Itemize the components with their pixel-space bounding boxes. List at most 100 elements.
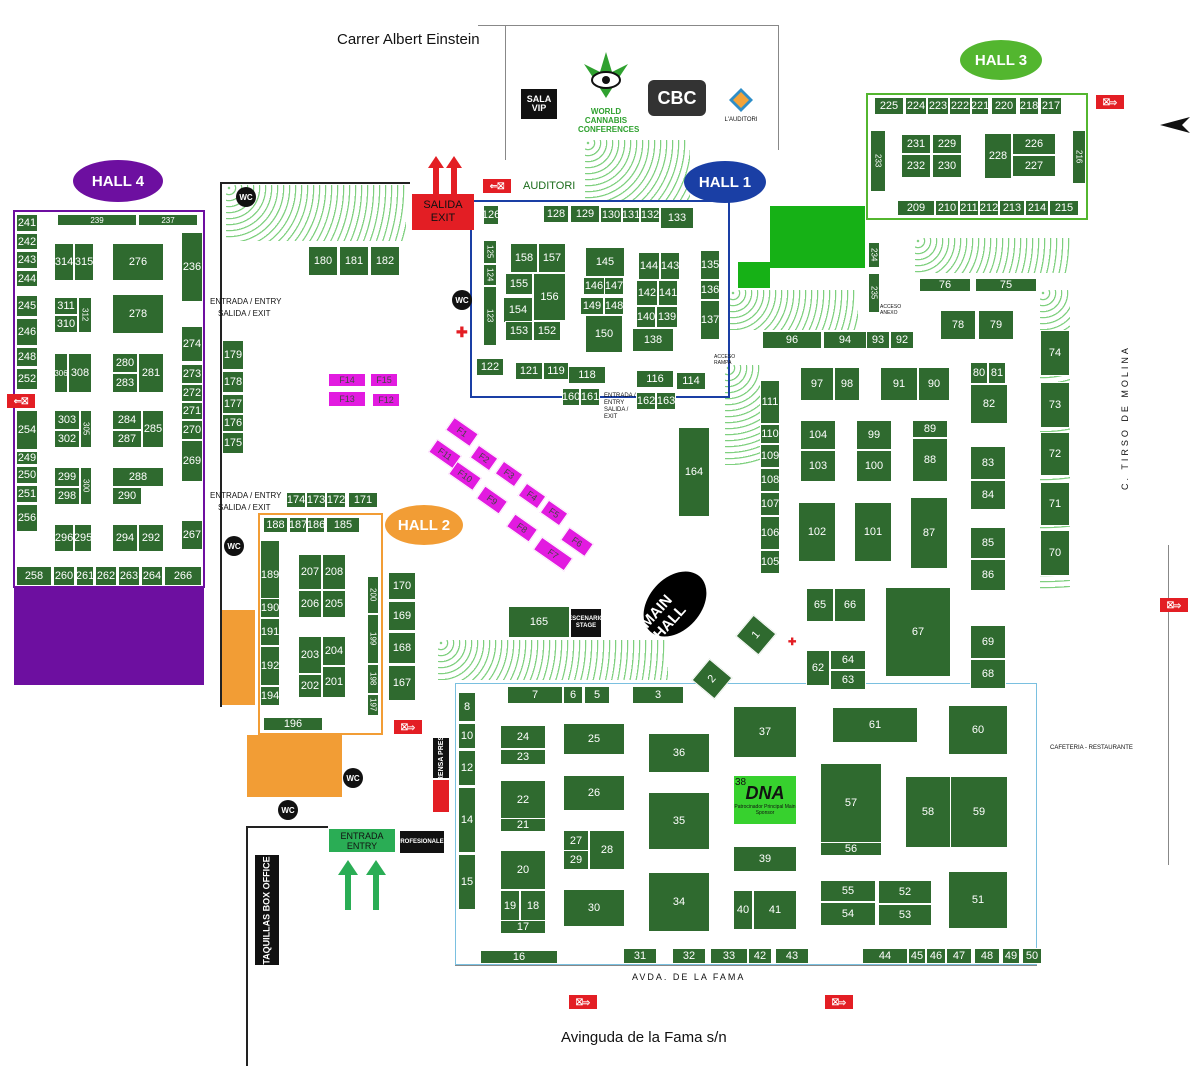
stand-80[interactable]: 80	[970, 362, 988, 384]
stand-223[interactable]: 223	[927, 97, 949, 115]
stand-f2[interactable]: F2	[469, 444, 499, 472]
stand-24[interactable]: 24	[500, 725, 546, 749]
stand-8[interactable]: 8	[458, 692, 476, 722]
stand-177[interactable]: 177	[222, 394, 244, 414]
stand-59[interactable]: 59	[950, 776, 1008, 848]
stand-185[interactable]: 185	[326, 517, 360, 533]
stand-45[interactable]: 45	[908, 948, 926, 964]
stand-260[interactable]: 260	[53, 566, 75, 586]
stand-283[interactable]: 283	[112, 373, 138, 393]
stand-19[interactable]: 19	[500, 890, 520, 922]
stand-300[interactable]: 300	[80, 467, 92, 505]
stand-139[interactable]: 139	[656, 306, 678, 328]
stand-143[interactable]: 143	[660, 252, 680, 280]
stand-174[interactable]: 174	[286, 492, 306, 508]
stand-35[interactable]: 35	[648, 792, 710, 850]
stand-76[interactable]: 76	[919, 278, 971, 292]
stand-65[interactable]: 65	[806, 588, 834, 622]
stand-43[interactable]: 43	[775, 948, 809, 964]
stand-66[interactable]: 66	[834, 588, 866, 622]
stand-64[interactable]: 64	[830, 650, 866, 670]
stand-189[interactable]: 189	[260, 540, 280, 610]
stand-246[interactable]: 246	[16, 318, 38, 346]
stand-53[interactable]: 53	[878, 904, 932, 926]
stand-111[interactable]: 111	[760, 380, 780, 424]
stand-116[interactable]: 116	[636, 370, 674, 388]
stand-244[interactable]: 244	[16, 270, 38, 287]
stand-102[interactable]: 102	[798, 502, 836, 562]
stand-175[interactable]: 175	[222, 432, 244, 454]
stand-169[interactable]: 169	[388, 601, 416, 631]
stand-274[interactable]: 274	[181, 326, 203, 362]
stand-285[interactable]: 285	[142, 410, 164, 448]
stand-90[interactable]: 90	[918, 367, 950, 401]
stand-85[interactable]: 85	[970, 527, 1006, 559]
stand-71[interactable]: 71	[1040, 482, 1070, 526]
stand-15[interactable]: 15	[458, 854, 476, 910]
stand-f8[interactable]: F8	[505, 513, 539, 543]
stand-198[interactable]: 198	[367, 664, 379, 694]
stand-22[interactable]: 22	[500, 780, 546, 820]
stand-114[interactable]: 114	[676, 372, 706, 390]
stand-228[interactable]: 228	[984, 133, 1012, 179]
stand-276[interactable]: 276	[112, 243, 164, 281]
stand-46[interactable]: 46	[926, 948, 946, 964]
stand-106[interactable]: 106	[760, 516, 780, 550]
stand-144[interactable]: 144	[638, 252, 660, 280]
stand-256[interactable]: 256	[16, 504, 38, 532]
stand-234[interactable]: 234	[868, 242, 880, 268]
stand-262[interactable]: 262	[95, 566, 117, 586]
stand-163[interactable]: 163	[656, 392, 676, 410]
stand-314[interactable]: 314	[54, 243, 74, 281]
stand-215[interactable]: 215	[1049, 200, 1079, 216]
stand-221[interactable]: 221	[971, 97, 989, 115]
stand-119[interactable]: 119	[543, 362, 569, 380]
stand-181[interactable]: 181	[339, 246, 369, 276]
stand-273[interactable]: 273	[181, 364, 203, 384]
stand-69[interactable]: 69	[970, 625, 1006, 659]
stand-162[interactable]: 162	[636, 392, 656, 410]
stand-60[interactable]: 60	[948, 705, 1008, 755]
stand-252[interactable]: 252	[16, 368, 38, 390]
stand-30[interactable]: 30	[563, 889, 625, 927]
stand-249[interactable]: 249	[16, 451, 38, 465]
stand-222[interactable]: 222	[949, 97, 971, 115]
stand-217[interactable]: 217	[1040, 97, 1062, 115]
stand-196[interactable]: 196	[263, 717, 323, 731]
stand-292[interactable]: 292	[138, 524, 164, 552]
stand-250[interactable]: 250	[16, 466, 38, 484]
stand-230[interactable]: 230	[932, 154, 962, 178]
stand-186[interactable]: 186	[307, 517, 325, 533]
stand-f15[interactable]: F15	[370, 373, 398, 387]
stand-125[interactable]: 125	[483, 240, 497, 264]
stand-296[interactable]: 296	[54, 524, 74, 552]
stand-160[interactable]: 160	[562, 388, 580, 406]
stand-288[interactable]: 288	[112, 467, 164, 487]
stand-232[interactable]: 232	[901, 154, 931, 178]
stand-220[interactable]: 220	[991, 97, 1017, 115]
stand-5[interactable]: 5	[584, 686, 610, 704]
stand-310[interactable]: 310	[54, 315, 78, 333]
stand-89[interactable]: 89	[912, 420, 948, 438]
stand-158[interactable]: 158	[510, 243, 538, 273]
stand-98[interactable]: 98	[834, 367, 860, 401]
stand-110[interactable]: 110	[760, 424, 780, 444]
stand-132[interactable]: 132	[640, 207, 660, 223]
stand-242[interactable]: 242	[16, 233, 38, 250]
stand-149[interactable]: 149	[580, 297, 604, 315]
stand-44[interactable]: 44	[862, 948, 908, 964]
stand-145[interactable]: 145	[585, 247, 625, 277]
stand-123[interactable]: 123	[483, 286, 497, 346]
stand-6[interactable]: 6	[563, 686, 583, 704]
stand-236[interactable]: 236	[181, 232, 203, 302]
stand-f5[interactable]: F5	[539, 499, 569, 527]
stand-122[interactable]: 122	[476, 358, 504, 376]
stand-157[interactable]: 157	[538, 243, 566, 273]
stand-63[interactable]: 63	[830, 670, 866, 690]
stand-67[interactable]: 67	[885, 587, 951, 677]
stand-212[interactable]: 212	[979, 200, 999, 216]
stand-152[interactable]: 152	[533, 321, 561, 341]
stand-281[interactable]: 281	[138, 353, 164, 393]
stand-154[interactable]: 154	[503, 297, 533, 323]
stand-278[interactable]: 278	[112, 294, 164, 334]
